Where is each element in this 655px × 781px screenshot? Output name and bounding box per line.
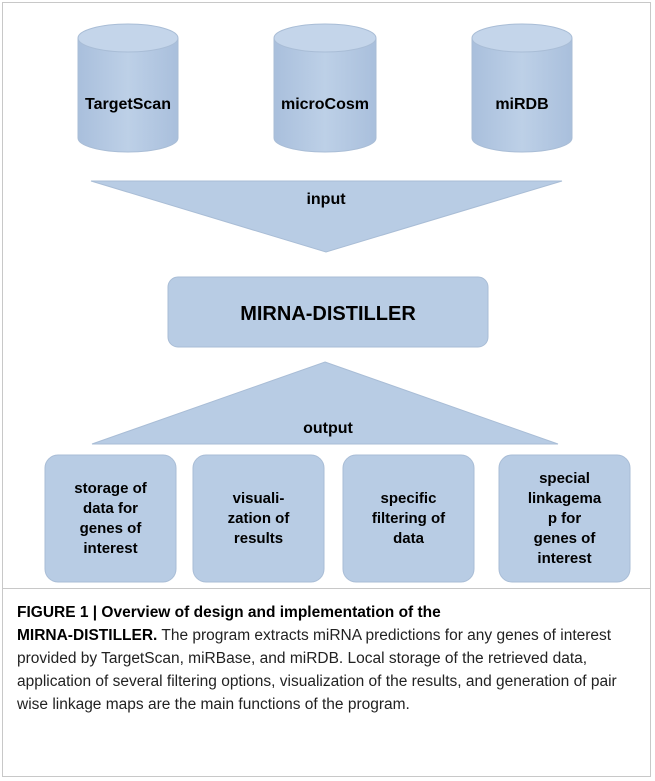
output-line: filtering of [371,509,446,527]
output-text-filtering: specific filtering of data [343,455,474,582]
output-line: zation of [227,509,290,527]
output-line: interest [83,539,138,557]
output-line: results [233,529,284,547]
caption-body: The program extracts miRNA predictions f… [17,627,617,713]
output-line: special [539,469,590,487]
input-funnel: input [90,180,563,253]
mirna-distiller-box: MIRNA-DISTILLER [167,276,489,348]
output-line: visuali- [232,489,285,507]
output-text-storage: storage of data for genes of interest [45,455,176,582]
output-line: p for [547,509,582,527]
output-text-linkage-map: special linkagema p for genes of interes… [499,455,630,582]
diagram-canvas: TargetScan microCosm miRDB input MIRNA-D… [44,23,631,583]
output-fan: output [91,361,559,445]
output-box-storage [44,454,177,583]
database-cylinder-targetscan: TargetScan [77,23,179,153]
input-label: input [306,191,346,208]
output-line: linkagema [527,489,602,507]
output-line: specific [380,489,437,507]
output-line: data [393,529,424,547]
caption-title-line1: FIGURE 1 | Overview of design and implem… [17,604,441,621]
database-cylinder-microcosm: microCosm [273,23,377,153]
output-line: storage of [74,479,147,497]
database-label-mirdb: miRDB [495,96,548,113]
output-box-filtering [342,454,475,583]
figure-caption: FIGURE 1 | Overview of design and implem… [17,601,643,716]
output-line: interest [537,549,592,567]
output-text-visualization: visuali- zation of results [193,455,324,582]
database-cylinder-mirdb: miRDB [471,23,573,153]
output-line: genes of [533,529,596,547]
output-box-linkage-map [498,454,631,583]
caption-title-line2: MIRNA-DISTILLER. [17,627,158,644]
database-label-microcosm: microCosm [281,96,369,113]
output-line: genes of [79,519,142,537]
output-box-visualization [192,454,325,583]
mirna-distiller-label: MIRNA-DISTILLER [240,303,416,325]
database-label-targetscan: TargetScan [85,96,171,113]
output-label: output [303,420,353,437]
output-line: data for [82,499,138,517]
caption-divider [2,588,651,589]
